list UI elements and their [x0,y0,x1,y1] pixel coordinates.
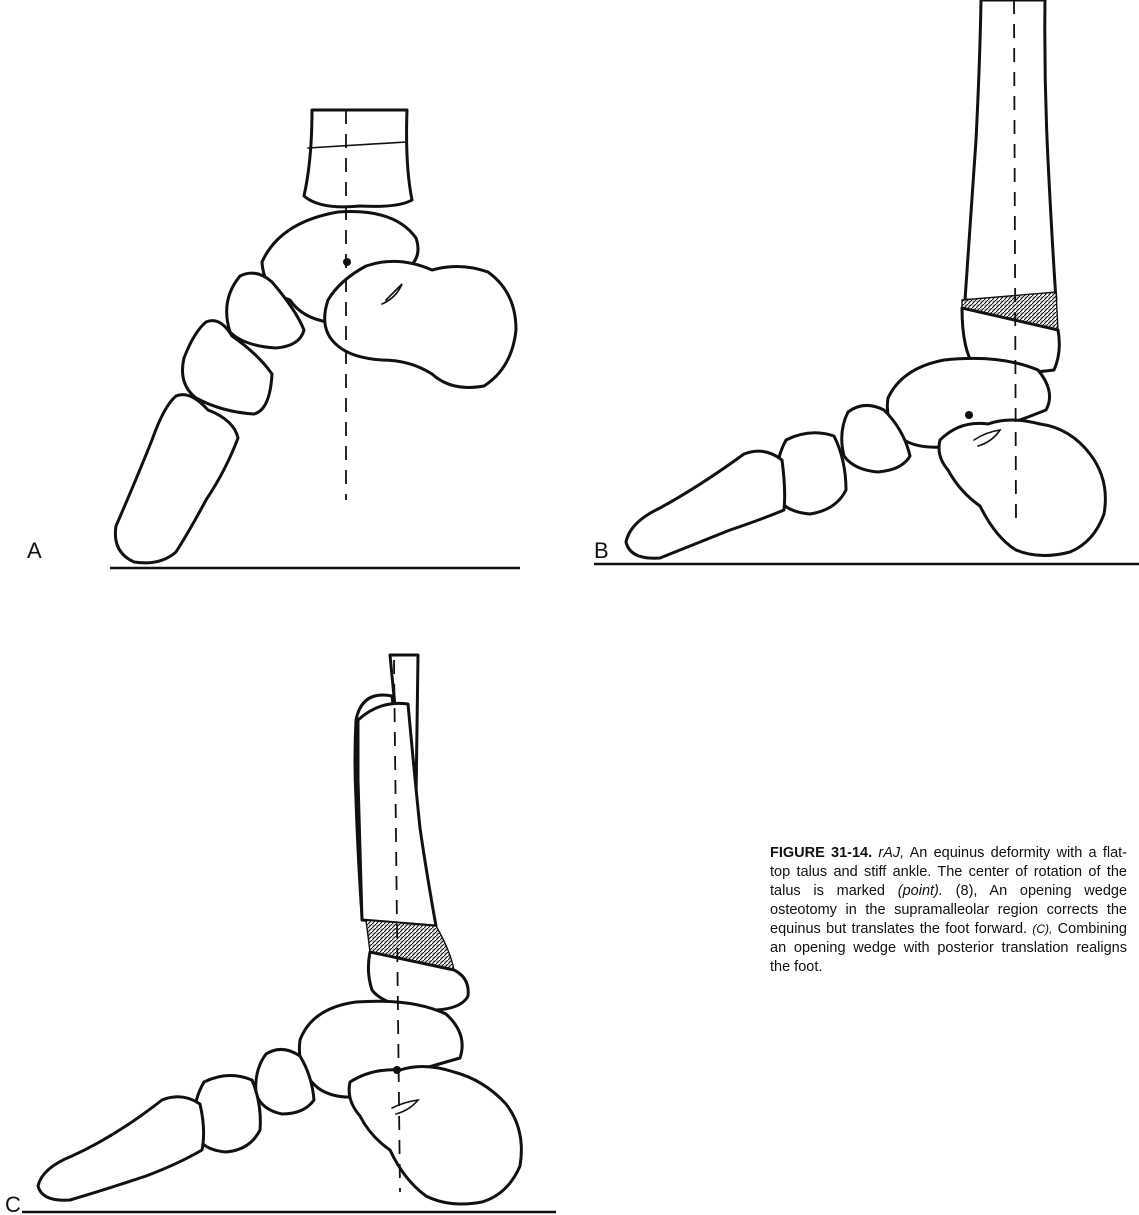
cuneiform-b [776,433,846,514]
caption-part-a-ref: rAJ, [878,845,904,861]
tibia-distal-c [358,703,436,926]
tibia-b [965,0,1056,300]
caption-part-b-ref: (8), [943,883,978,899]
tibia-a [304,110,412,207]
calcaneus-b [939,420,1105,556]
metatarsal-b [626,451,785,558]
metatarsal-a [115,395,238,563]
figure-number: FIGURE 31-14. [770,845,872,861]
panel-label-b: B [594,538,609,563]
center-of-rotation-dot-a [343,258,351,266]
panel-b: B [594,0,1139,564]
caption-point-term: (point). [898,883,943,899]
panel-label-a: A [27,538,42,563]
panel-a: A [27,110,520,568]
caption-part-c-ref: (C), [1032,922,1052,936]
calcaneus-c [349,1066,521,1204]
panel-label-c: C [5,1192,21,1215]
metatarsal-c [38,1097,204,1200]
calcaneus-a [325,261,516,387]
panel-c: C [5,655,556,1215]
figure-caption: FIGURE 31-14. rAJ, An equinus deformity … [770,844,1127,977]
center-of-rotation-dot-b [965,411,973,419]
center-of-rotation-dot-c [393,1066,401,1074]
